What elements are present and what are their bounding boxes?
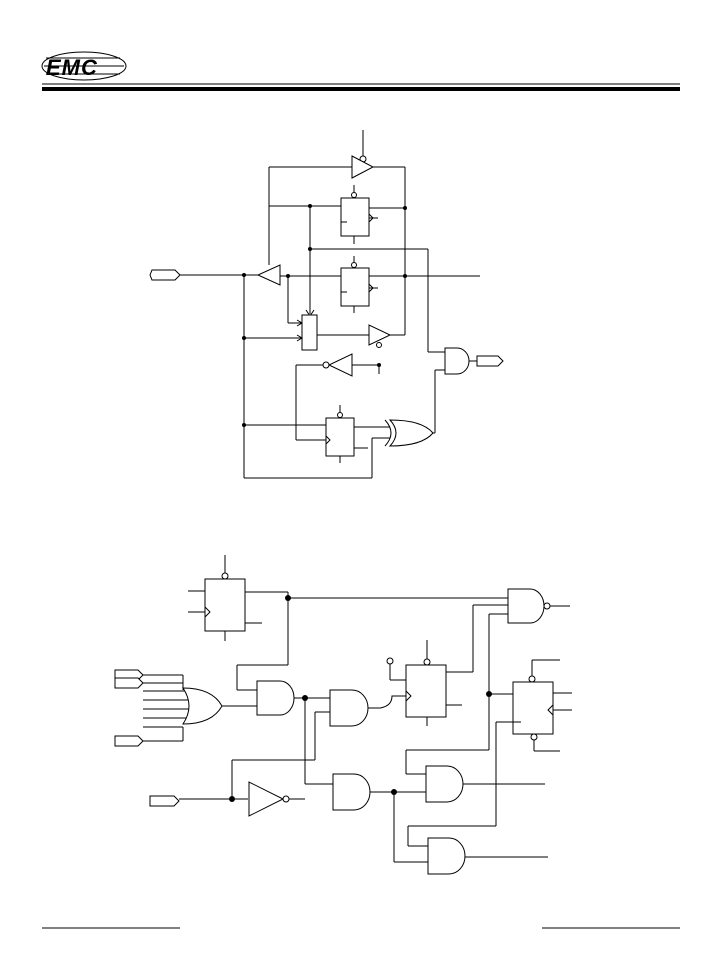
mux-block (301, 314, 318, 351)
logo-text: EMC (46, 55, 98, 80)
header-rule-thick (42, 87, 680, 91)
tristate-buffer-mid (368, 324, 392, 346)
flip-flop-b (405, 664, 447, 718)
upper-logic-schematic (149, 130, 504, 479)
inverter-lower (248, 781, 285, 817)
input-pin-2 (114, 677, 144, 689)
input-buffer (256, 264, 281, 286)
input-pin-3 (114, 735, 144, 747)
open-input-terminal (386, 657, 394, 665)
emc-logo: EMC (41, 51, 127, 81)
lower-logic-schematic (114, 555, 572, 875)
input-pin-upper (149, 269, 181, 281)
inverter-upper (327, 353, 353, 377)
xor-gate (388, 419, 434, 447)
and-gate-2 (329, 689, 369, 727)
input-pin-4 (149, 795, 180, 807)
nand-gate-top (507, 588, 545, 624)
flip-flop-3 (325, 417, 355, 457)
and-gate-3 (332, 773, 371, 811)
and-gate-upper (444, 347, 470, 375)
or-gate (182, 687, 223, 725)
flip-flop-a (204, 578, 246, 632)
and-gate-5 (427, 837, 466, 875)
and-gate-4 (425, 765, 464, 803)
and-gate-1 (256, 680, 295, 716)
flip-flop-1 (340, 197, 370, 237)
flip-flop-c (512, 681, 554, 735)
flip-flop-2 (340, 267, 370, 307)
output-pin-upper (476, 355, 504, 367)
